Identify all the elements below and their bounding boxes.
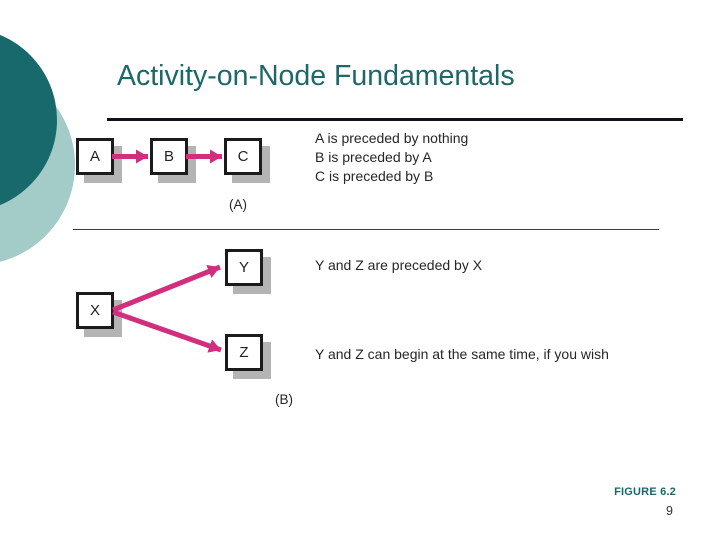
title-underline	[107, 118, 683, 121]
note-b-precedence: B is preceded by A	[315, 149, 432, 165]
node-B: B	[150, 138, 188, 175]
arrow-X-to-Z	[112, 309, 222, 353]
note-a-precedence: A is preceded by nothing	[315, 130, 469, 146]
arrow-X-to-Y	[112, 264, 221, 313]
node-X: X	[76, 292, 114, 329]
section-b-label: (B)	[275, 392, 293, 407]
node-Y: Y	[225, 249, 263, 286]
section-divider-line	[73, 229, 659, 230]
slide-title: Activity-on-Node Fundamentals	[117, 60, 515, 92]
page-number: 9	[666, 504, 673, 518]
node-C: C	[224, 138, 262, 175]
section-a-label: (A)	[229, 197, 247, 212]
node-A: A	[76, 138, 114, 175]
note-yz-precedence: Y and Z are preceded by X	[315, 257, 483, 273]
node-Z: Z	[225, 334, 263, 371]
note-yz-same-time: Y and Z can begin at the same time, if y…	[315, 346, 609, 362]
figure-caption: FIGURE 6.2	[614, 486, 676, 498]
note-c-precedence: C is preceded by B	[315, 168, 434, 184]
